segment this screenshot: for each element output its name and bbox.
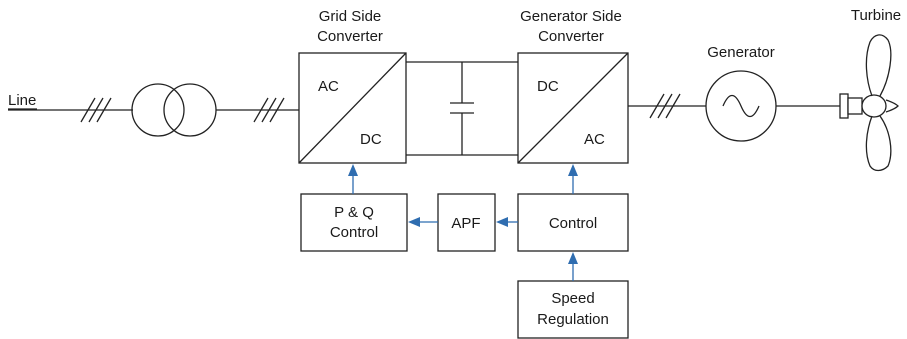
three-phase-marker-line — [80, 97, 112, 123]
control-label: Control — [549, 215, 597, 232]
speed-regulation-label-line2: Regulation — [537, 311, 609, 328]
generator-side-converter-ac-label: AC — [584, 131, 605, 148]
generator-side-converter-dc-label: DC — [537, 78, 559, 95]
dc-link — [406, 61, 518, 156]
grid-side-converter-dc-label: DC — [360, 131, 382, 148]
transformer-icon — [131, 83, 217, 137]
three-phase-marker-generator — [649, 93, 681, 119]
generator-side-converter-block — [517, 52, 629, 164]
apf-label: APF — [451, 215, 480, 232]
pq-control-block — [300, 193, 408, 252]
capacitor-icon — [450, 102, 474, 114]
turbine-icon — [839, 34, 899, 172]
arrow-control-to-apf — [496, 217, 518, 227]
turbine-label: Turbine — [851, 7, 901, 24]
pq-control-label-line1: P & Q — [334, 204, 374, 221]
generator-side-converter-title-line2: Converter — [538, 28, 604, 45]
grid-side-converter-ac-label: AC — [318, 78, 339, 95]
arrow-apf-to-pq — [408, 217, 438, 227]
three-phase-marker-transformer — [253, 97, 285, 123]
generator-side-converter-title-line1: Generator Side — [520, 8, 622, 25]
apf-block — [437, 193, 496, 252]
arrow-pq-to-grid-converter — [348, 164, 358, 194]
speed-regulation-block — [517, 280, 629, 339]
grid-side-converter-block — [298, 52, 407, 164]
generator-label: Generator — [707, 44, 775, 61]
generator-icon — [705, 70, 777, 142]
control-block — [517, 193, 629, 252]
arrow-control-to-generator-converter — [568, 164, 578, 194]
line-label: Line — [8, 92, 36, 109]
speed-regulation-label-line1: Speed — [551, 290, 594, 307]
grid-side-converter-title-line1: Grid Side — [319, 8, 382, 25]
pq-control-label-line2: Control — [330, 224, 378, 241]
grid-side-converter-title-line2: Converter — [317, 28, 383, 45]
arrow-speed-to-control — [568, 252, 578, 281]
